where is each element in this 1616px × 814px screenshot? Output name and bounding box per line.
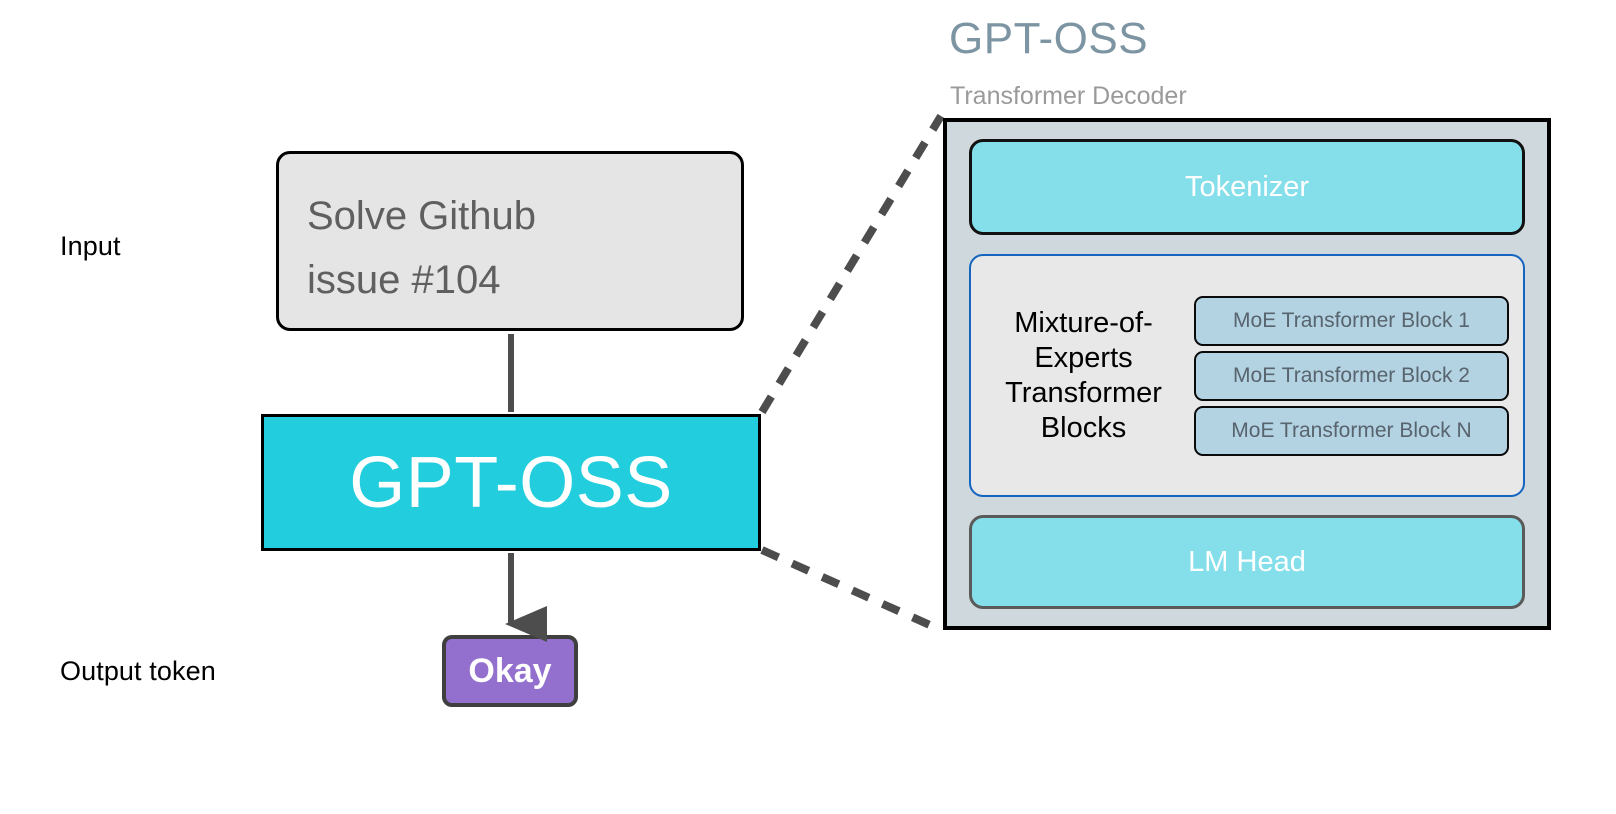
callout-line-top <box>758 113 945 415</box>
model-box[interactable]: GPT-OSS <box>261 414 761 551</box>
tokenizer-label: Tokenizer <box>1184 170 1310 203</box>
output-token-label: Output token <box>60 656 216 686</box>
moe-block-2[interactable]: MoE Transformer Block 2 <box>1194 350 1509 401</box>
detail-panel-subtitle: Transformer Decoder <box>950 82 1187 110</box>
input-label: Input <box>60 231 121 261</box>
callout-line-bottom <box>760 546 943 634</box>
output-token-text: Okay <box>468 651 552 690</box>
moe-block-n[interactable]: MoE Transformer Block N <box>1194 405 1509 456</box>
moe-block-1[interactable]: MoE Transformer Block 1 <box>1194 295 1509 346</box>
output-token-box[interactable]: Okay <box>442 635 578 707</box>
detail-panel-title: GPT-OSS <box>949 14 1149 63</box>
detail-panel: Tokenizer Mixture-of-Experts Transformer… <box>943 118 1551 630</box>
moe-group-container: Mixture-of-Experts Transformer Blocks Mo… <box>969 254 1525 497</box>
model-box-label: GPT-OSS <box>349 442 673 523</box>
tokenizer-box[interactable]: Tokenizer <box>969 139 1525 235</box>
moe-block-list: MoE Transformer Block 1 MoE Transformer … <box>1186 295 1509 456</box>
input-prompt-line-1: Solve Github <box>307 194 537 238</box>
lm-head-label: LM Head <box>1188 545 1306 578</box>
input-prompt-box[interactable]: Solve Github issue #104 <box>276 151 744 331</box>
moe-group-label: Mixture-of-Experts Transformer Blocks <box>1005 306 1162 444</box>
lm-head-box[interactable]: LM Head <box>969 515 1525 609</box>
input-prompt-line-2: issue #104 <box>307 258 501 302</box>
